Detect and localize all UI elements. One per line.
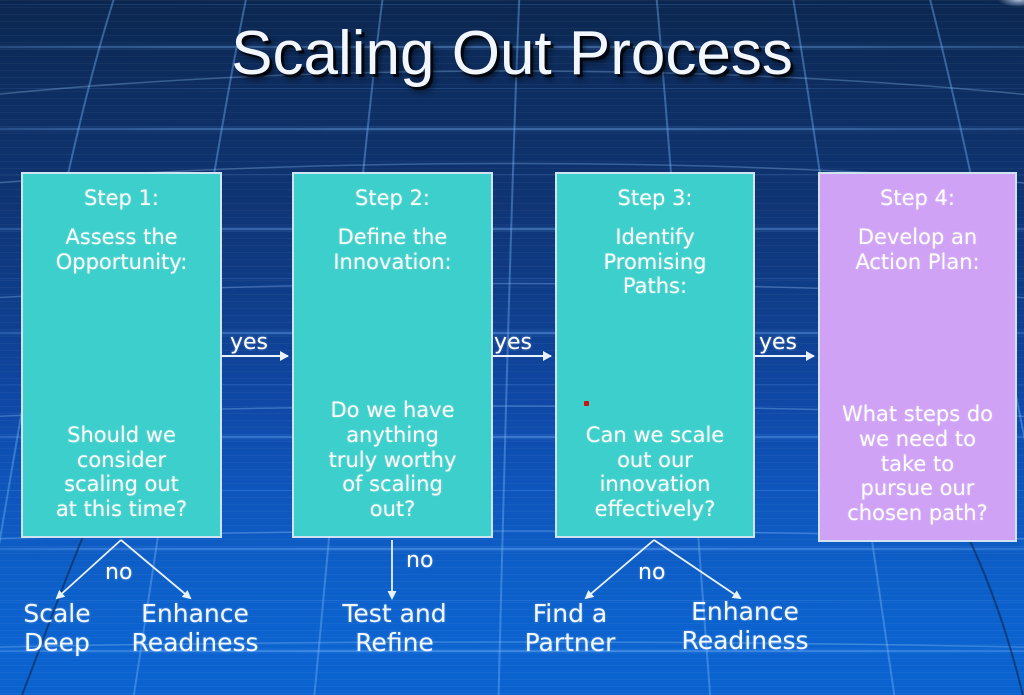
step-box-1[interactable]: Step 1: Assess the Opportunity: Should w… — [21, 172, 222, 538]
step-box-2[interactable]: Step 2: Define the Innovation: Do we hav… — [292, 172, 493, 538]
step-2-title: Step 2: — [355, 186, 430, 210]
yes-label-3: yes — [759, 330, 798, 355]
outcome-find-a-partner: Find a Partner — [524, 599, 616, 657]
outcome-scale-deep: Scale Deep — [23, 599, 91, 657]
outcome-test-and-refine: Test and Refine — [342, 599, 447, 657]
step-4-title: Step 4: — [880, 186, 955, 210]
outcome-enhance-readiness-1: Enhance Readiness — [131, 599, 259, 657]
step-2-heading: Define the Innovation: — [333, 224, 452, 274]
step-1-question: Should we consider scaling out at this t… — [55, 422, 188, 522]
step-4-heading: Develop an Action Plan: — [855, 224, 980, 274]
step-3-heading: Identify Promising Paths: — [603, 224, 707, 299]
step-3-question: Can we scale out our innovation effectiv… — [585, 422, 725, 522]
step-2-question: Do we have anything truly worthy of scal… — [328, 398, 457, 522]
outcome-enhance-readiness-2: Enhance Readiness — [681, 597, 809, 655]
no-label-1: no — [105, 560, 133, 585]
step-4-question: What steps do we need to take to pursue … — [841, 402, 994, 526]
yes-arrow-2 — [493, 351, 552, 361]
cursor-dot-artifact — [584, 401, 589, 406]
yes-label-1: yes — [230, 330, 269, 355]
step-3-title: Step 3: — [617, 186, 693, 210]
step-box-3[interactable]: Step 3: Identify Promising Paths: Can we… — [555, 172, 755, 538]
yes-label-2: yes — [494, 330, 533, 355]
step-1-heading: Assess the Opportunity: — [55, 224, 188, 274]
page-title: Scaling Out Process — [231, 19, 793, 88]
corner-glint-artifact — [998, 0, 1024, 7]
no-label-2: no — [406, 548, 434, 573]
step-box-4[interactable]: Step 4: Develop an Action Plan: What ste… — [818, 172, 1017, 542]
yes-arrow-3 — [755, 351, 815, 361]
no-label-3: no — [638, 560, 666, 585]
yes-arrow-1 — [222, 351, 289, 361]
step-1-title: Step 1: — [84, 186, 159, 210]
